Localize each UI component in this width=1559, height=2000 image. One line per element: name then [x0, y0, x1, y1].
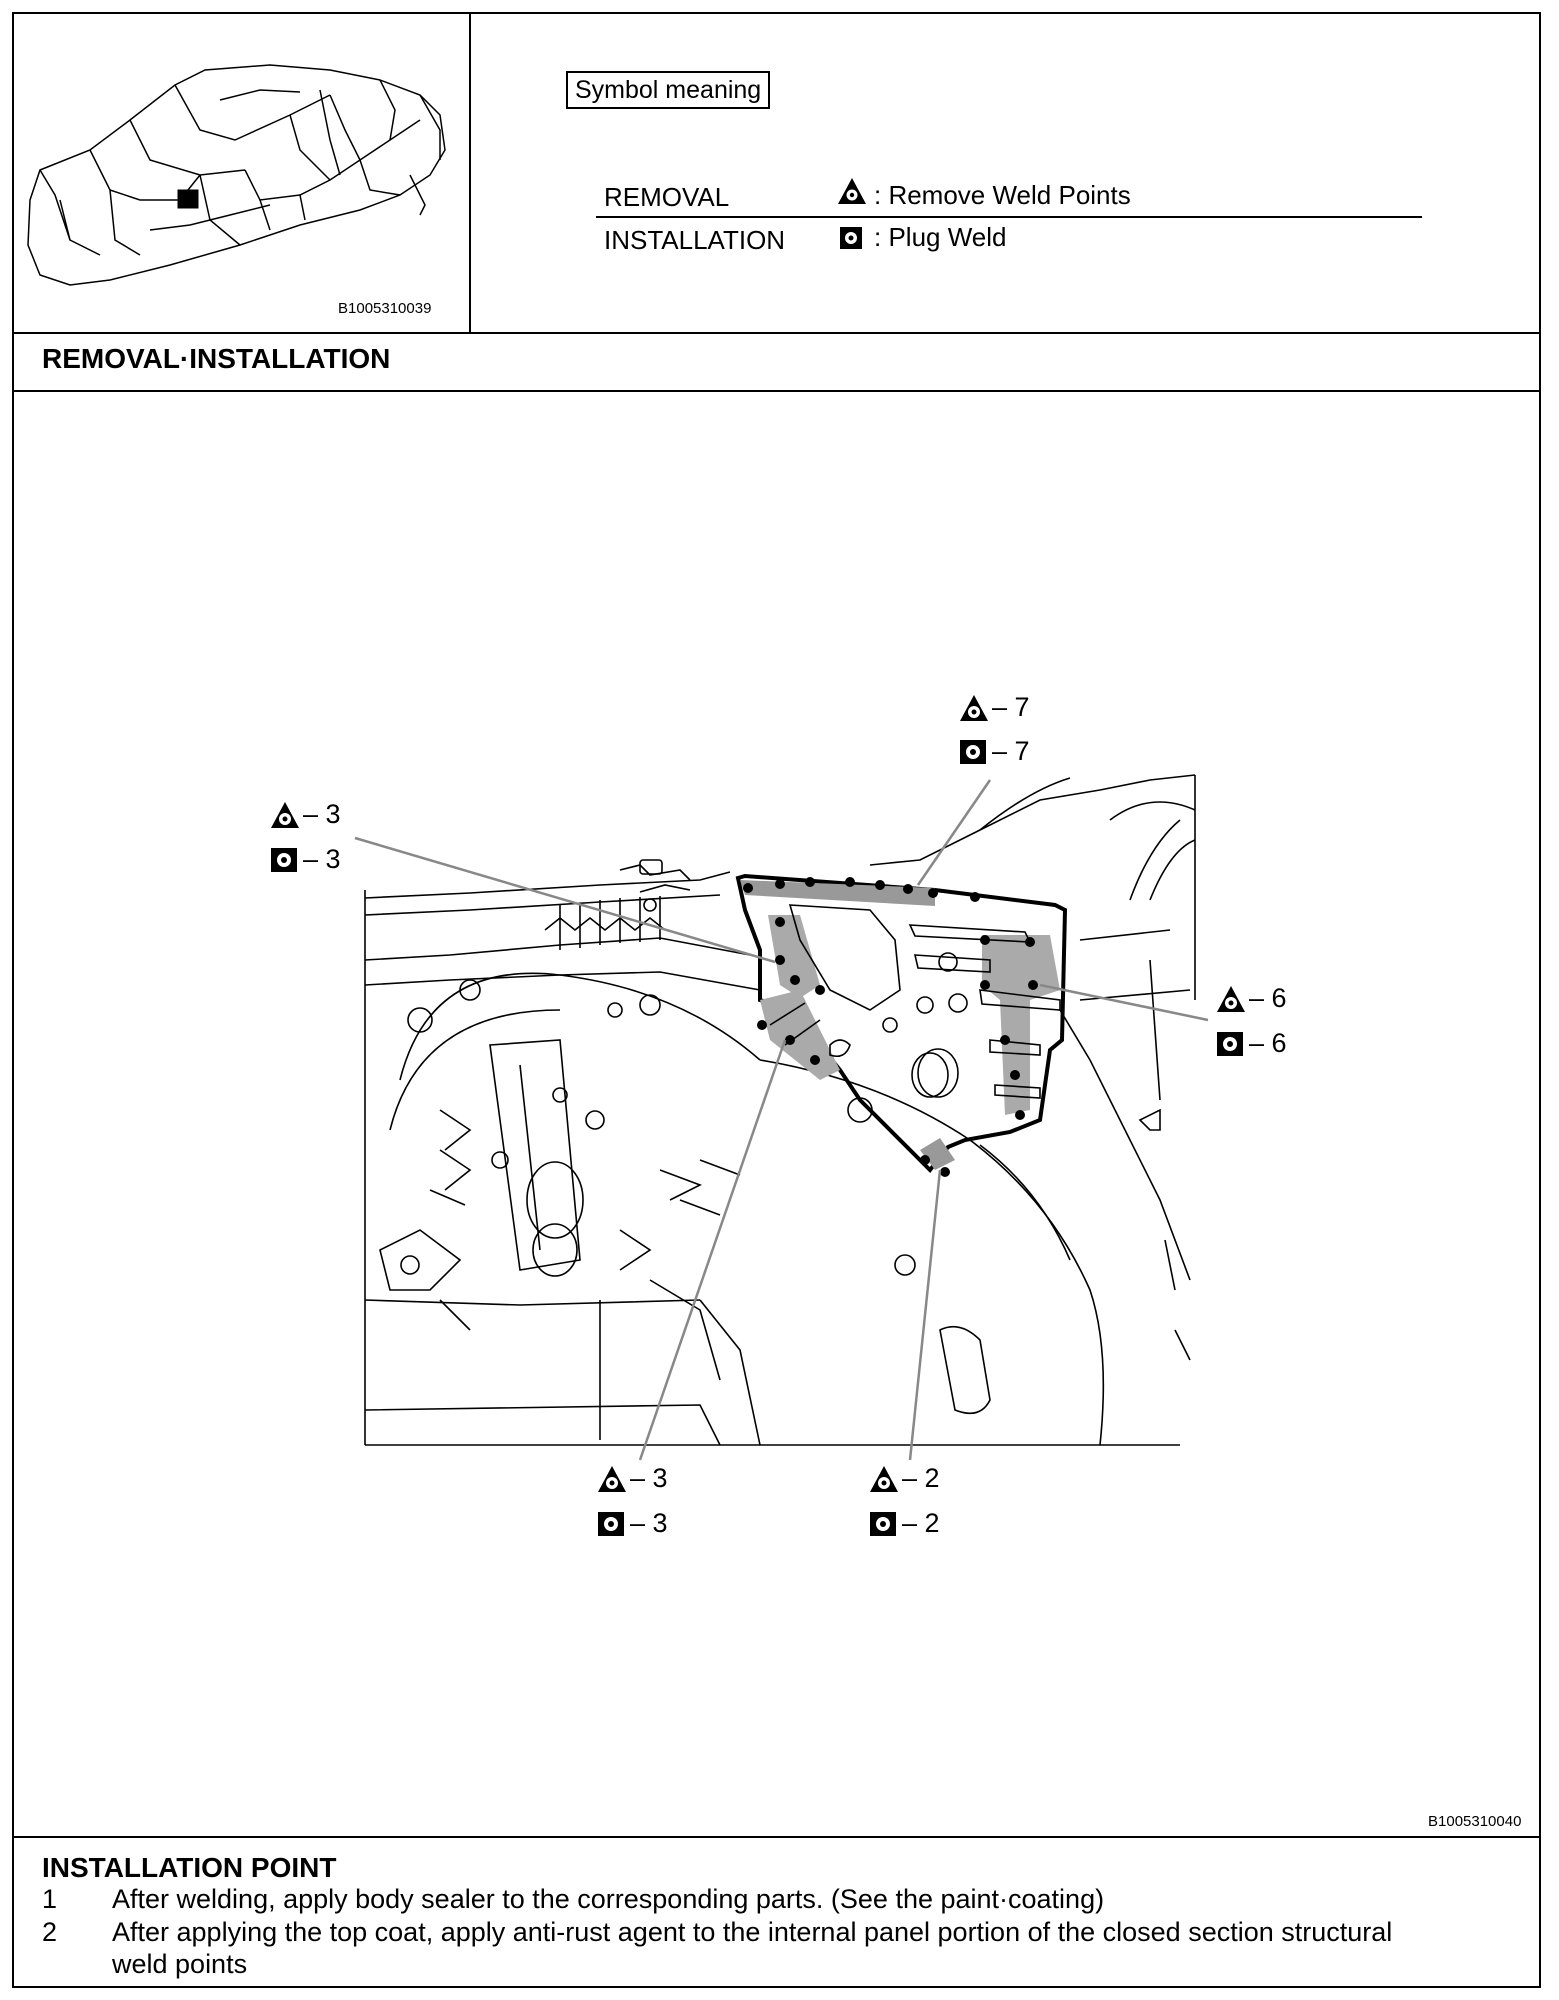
section-title-removal-installation: REMOVAL·INSTALLATION: [42, 343, 391, 374]
callout-left-plug: – 3: [303, 844, 341, 874]
callout-top-removal: – 7: [992, 692, 1030, 722]
note-2-text-line1: After applying the top coat, apply anti-…: [112, 1917, 1393, 1947]
note-1-number: 1: [42, 1884, 58, 1914]
header-divider: [14, 332, 1539, 334]
main-drawing-code: B1005310040: [1428, 1813, 1522, 1830]
notes-divider: [14, 1836, 1539, 1838]
removal-triangle-icon: [838, 178, 866, 204]
legend-installation-text: : Plug Weld: [874, 222, 1007, 252]
page-frame: [12, 12, 1541, 1988]
legend-removal-text: : Remove Weld Points: [874, 180, 1131, 210]
callout-top-plug: – 7: [992, 736, 1030, 766]
legend-installation-label: INSTALLATION: [604, 225, 786, 255]
callout-bottom-right-plug: – 2: [902, 1508, 940, 1538]
callout-bottom-left-plug: – 3: [630, 1508, 668, 1538]
section-title-divider: [14, 390, 1539, 392]
callout-bottom-left-removal: – 3: [630, 1463, 668, 1493]
legend-removal-label: REMOVAL: [604, 182, 730, 212]
note-2-number: 2: [42, 1917, 58, 1947]
overview-code: B1005310039: [338, 300, 432, 317]
section-title-installation-point: INSTALLATION POINT: [42, 1852, 337, 1883]
note-2-text-line2: weld points: [112, 1949, 248, 1979]
overview-highlight: [177, 189, 199, 209]
callout-left-removal: – 3: [303, 799, 341, 829]
callout-icons: [271, 695, 1245, 1536]
callout-bottom-right-removal: – 2: [902, 1463, 940, 1493]
note-1-text: After welding, apply body sealer to the …: [112, 1884, 1105, 1914]
leader-lines: [354, 779, 1209, 1461]
plug-weld-square-icon: [840, 227, 862, 249]
symbol-meaning-box: Symbol meaning: [566, 71, 771, 109]
callout-right-plug: – 6: [1249, 1028, 1287, 1058]
bracket-panel: [735, 873, 1068, 1177]
callout-right-removal: – 6: [1249, 983, 1287, 1013]
overview-divider: [469, 14, 471, 332]
